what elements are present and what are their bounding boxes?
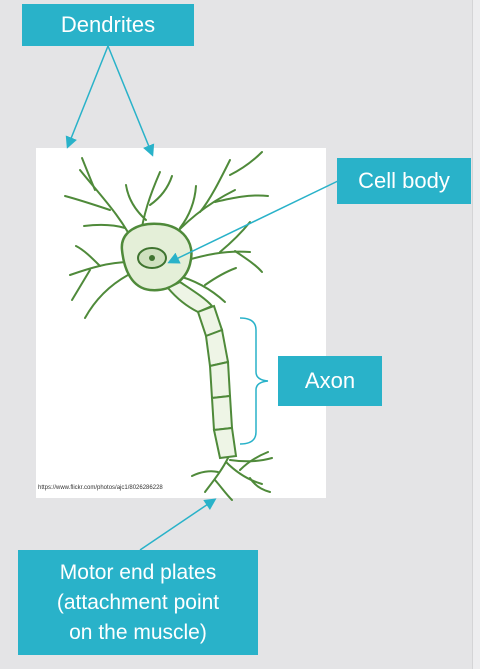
image-source-credit: https://www.flickr.com/photos/ajc1/80262… bbox=[38, 485, 163, 491]
dendrites-label: Dendrites bbox=[22, 4, 194, 46]
axon-bracket bbox=[239, 317, 269, 445]
motor-end-plates-drawing bbox=[191, 451, 273, 501]
motor-end-plates-arrow bbox=[139, 498, 217, 551]
axon-label: Axon bbox=[278, 356, 382, 406]
cell-body-arrow bbox=[167, 179, 341, 264]
neuron-image-panel bbox=[36, 148, 326, 498]
cell-body-label: Cell body bbox=[337, 158, 471, 204]
axon-drawing bbox=[166, 280, 238, 460]
dendrites-arrow-right bbox=[107, 45, 155, 157]
motor-end-plates-label: Motor end plates (attachment point on th… bbox=[18, 550, 258, 655]
scrollbar[interactable] bbox=[472, 0, 480, 669]
dendrites-arrow-left bbox=[65, 45, 109, 149]
